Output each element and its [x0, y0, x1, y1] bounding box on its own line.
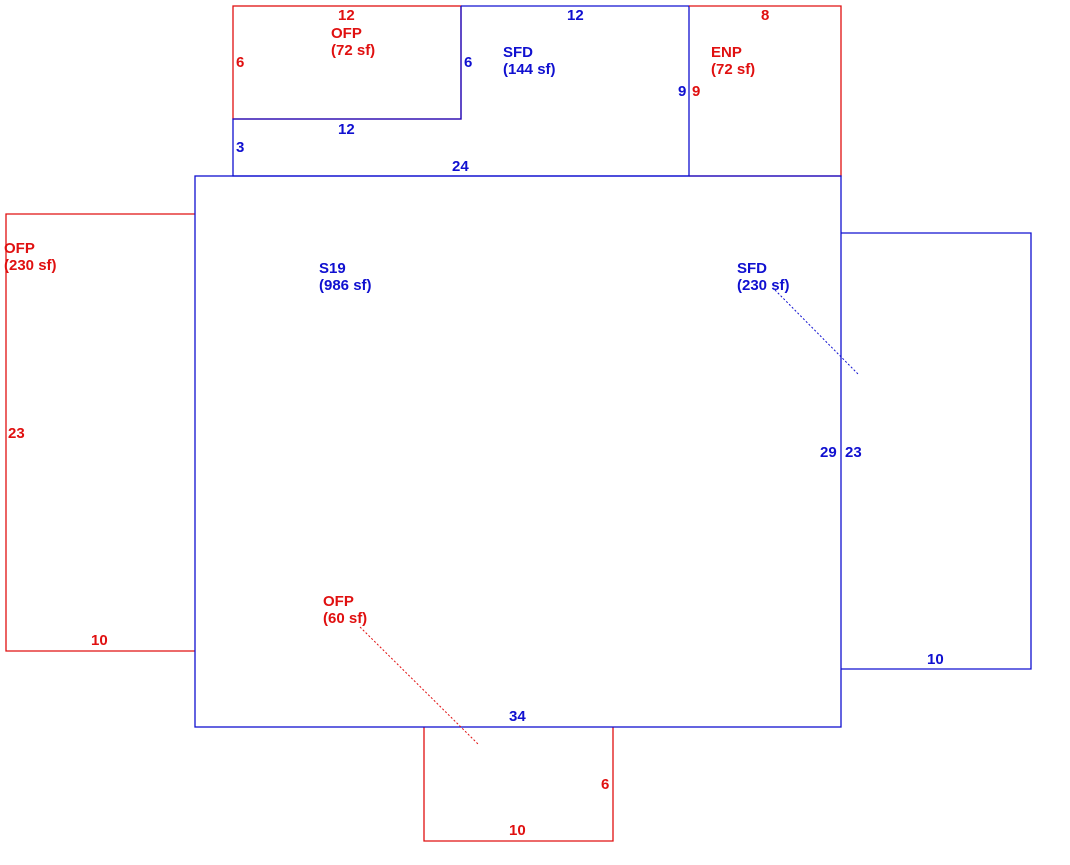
left-ofp-code: OFP: [4, 240, 35, 257]
upper-ofp-bottom-dim: 12: [338, 121, 355, 138]
enp-left-dim: 9: [692, 83, 700, 100]
bottom-ofp-side-dim: 6: [601, 776, 609, 793]
main-bottom-dim: 34: [509, 708, 526, 725]
upper-sfd-top-dim: 12: [567, 7, 584, 24]
bottom-ofp-code: OFP: [323, 593, 354, 610]
upper-ofp-code: OFP: [331, 25, 362, 42]
upper-ofp-left-dim: 6: [236, 54, 244, 71]
upper-sfd-area: (144 sf): [503, 61, 556, 78]
main-area-outline: [194, 175, 842, 728]
bottom-ofp-area: (60 sf): [323, 610, 367, 627]
enp-top-dim: 8: [761, 7, 769, 24]
upper-sfd-bottom-dim: 24: [452, 158, 469, 175]
right-sfd-bottom-dim: 10: [927, 651, 944, 668]
upper-sfd-left-dim: 3: [236, 139, 244, 156]
enp-code: ENP: [711, 44, 742, 61]
enp-outline: [689, 5, 842, 177]
enp-area: (72 sf): [711, 61, 755, 78]
upper-ofp-top-dim: 12: [338, 7, 355, 24]
upper-ofp-right-dim: 6: [464, 54, 472, 71]
upper-sfd-outline: [232, 5, 690, 177]
main-area-code: S19: [319, 260, 346, 277]
upper-ofp-area: (72 sf): [331, 42, 375, 59]
right-sfd-outline: [841, 232, 1032, 670]
right-sfd-area: (230 sf): [737, 277, 790, 294]
main-area-area: (986 sf): [319, 277, 372, 294]
bottom-ofp-bottom-dim: 10: [509, 822, 526, 839]
right-sfd-side-dim: 23: [845, 444, 862, 461]
left-ofp-bottom-dim: 10: [91, 632, 108, 649]
bottom-ofp-outline: [423, 727, 614, 842]
left-ofp-area: (230 sf): [4, 257, 57, 274]
right-sfd-leader: [774, 289, 859, 375]
main-right-dim: 29: [820, 444, 837, 461]
upper-sfd-code: SFD: [503, 44, 533, 61]
left-ofp-outline: [5, 213, 195, 652]
left-ofp-side-dim: 23: [8, 425, 25, 442]
upper-sfd-right-dim: 9: [678, 83, 686, 100]
right-sfd-code: SFD: [737, 260, 767, 277]
